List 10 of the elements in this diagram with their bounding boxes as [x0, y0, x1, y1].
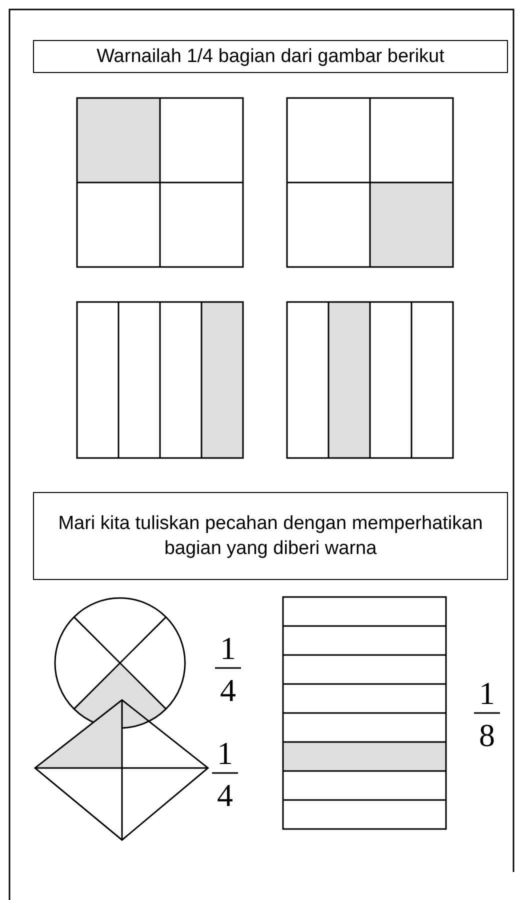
instruction-box — [33, 40, 508, 73]
instruction-box — [33, 492, 508, 580]
fraction-numerator: 1 — [219, 632, 237, 664]
fraction-denominator: 8 — [478, 719, 496, 751]
fraction-numerator: 1 — [216, 737, 234, 769]
instruction-text: Warnailah 1/4 bagian dari gambar berikut — [96, 45, 444, 69]
fraction-numerator: 1 — [478, 677, 496, 709]
instruction-text: Mari kita tuliskan pecahan dengan memperhatikan bagian yang diberi warna — [57, 512, 484, 561]
fraction-denominator: 4 — [216, 779, 234, 811]
fraction-denominator: 4 — [219, 674, 237, 706]
